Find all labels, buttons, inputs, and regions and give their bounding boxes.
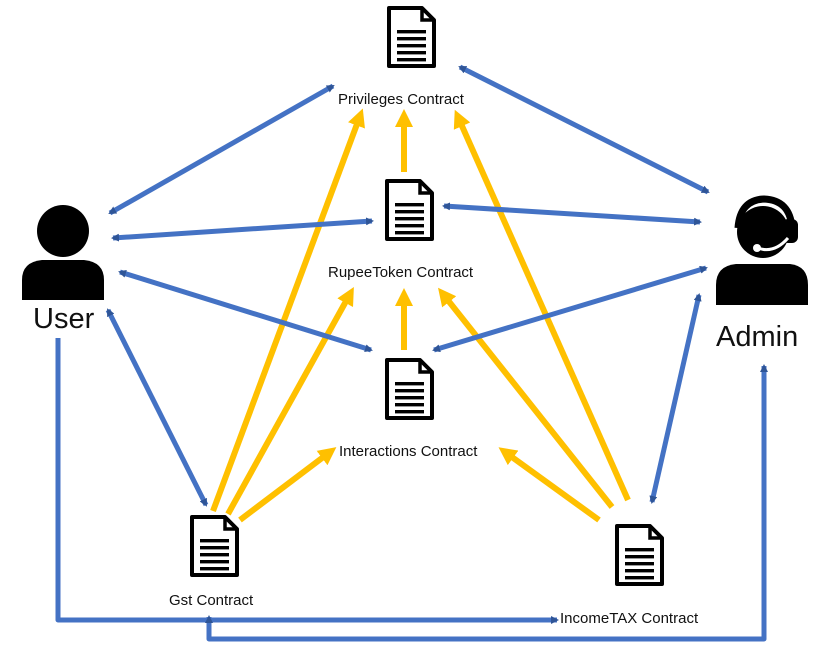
document-icon [387, 6, 436, 68]
edge-incometax-to-interactions [498, 447, 601, 523]
admin-label: Admin [716, 321, 799, 353]
edge-admin-to-incometax [649, 293, 702, 504]
document-icon [615, 524, 664, 586]
document-icon [385, 358, 434, 420]
blue-edges [55, 64, 768, 642]
document-icon [385, 179, 434, 241]
gst-contract-label: Gst Contract [169, 592, 254, 609]
rupeetoken-contract-label: RupeeToken Contract [328, 264, 474, 281]
incometax-contract-node [615, 524, 664, 586]
edge-incometax-to-privileges [453, 109, 631, 502]
headset-person-icon [716, 195, 808, 305]
interactions-contract-node [385, 358, 434, 420]
incometax-contract-label: IncomeTAX Contract [560, 610, 699, 627]
edge-user-to-rupeetoken [111, 217, 374, 242]
rupeetoken-contract-node [385, 179, 434, 241]
gst-contract-node [190, 515, 239, 577]
edge-user-to-incometax [55, 338, 559, 624]
edge-admin-to-rupeetoken [442, 202, 702, 226]
edge-user-to-gst [105, 308, 209, 507]
person-icon [22, 205, 104, 300]
privileges-contract-node [387, 6, 436, 68]
edge-admin-to-privileges [458, 64, 710, 195]
edge-user-to-interactions [118, 269, 373, 353]
user-label: User [33, 303, 95, 335]
privileges-contract-label: Privileges Contract [338, 91, 464, 108]
document-icon [190, 515, 239, 577]
edge-admin-to-gst [205, 364, 768, 642]
edge-admin-to-interactions [432, 265, 708, 353]
edge-user-to-privileges [108, 83, 335, 216]
interactions-contract-label: Interactions Contract [339, 443, 478, 460]
